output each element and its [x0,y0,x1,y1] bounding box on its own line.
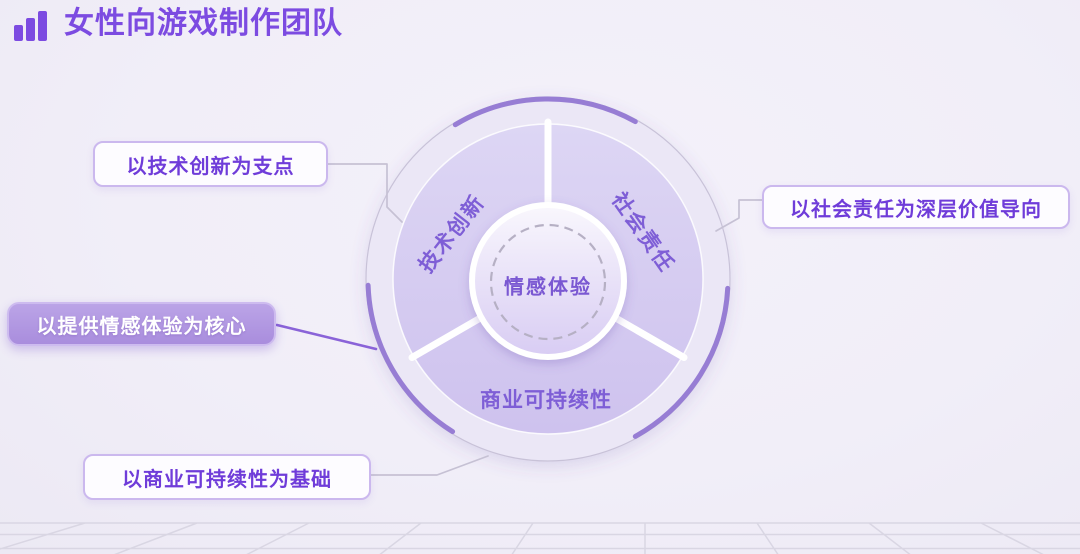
callout-social-label: 以社会责任为深层价值导向 [790,198,1042,221]
dashed-ring [489,223,607,341]
bar-chart-icon-bar [26,18,35,41]
bar-chart-icon-bar [14,25,23,41]
accent-arc-right [632,285,731,439]
connector-social [715,199,763,232]
segment-divider-right [603,309,688,361]
accent-arc-left [365,282,456,435]
callout-tech-label: 以技术创新为支点 [126,155,295,178]
callout-emotion-label: 以提供情感体验为核心 [36,315,247,338]
accent-arc-top [452,96,638,128]
callout-tech[interactable]: 以技术创新为支点 [93,141,328,187]
inner-circle [469,202,627,360]
connector-emotion [275,323,378,351]
segment-divider-left [408,309,493,361]
callout-business-label: 以商业可持续性为基础 [122,468,332,491]
bar-chart-icon [14,11,47,41]
callout-emotion[interactable]: 以提供情感体验为核心 [7,302,276,346]
connector-business [369,455,489,476]
callout-social[interactable]: 以社会责任为深层价值导向 [762,185,1070,229]
center-label: 情感体验 [504,276,592,299]
callout-business[interactable]: 以商业可持续性为基础 [83,454,371,500]
segment-label-business: 商业可持续性 [480,389,612,412]
slide-header: 女性向游戏制作团队 [14,7,343,41]
perspective-grid-floor [0,522,1080,554]
bar-chart-icon-bar [38,11,47,41]
connector-tech [327,163,403,223]
page-title: 女性向游戏制作团队 [64,7,343,40]
